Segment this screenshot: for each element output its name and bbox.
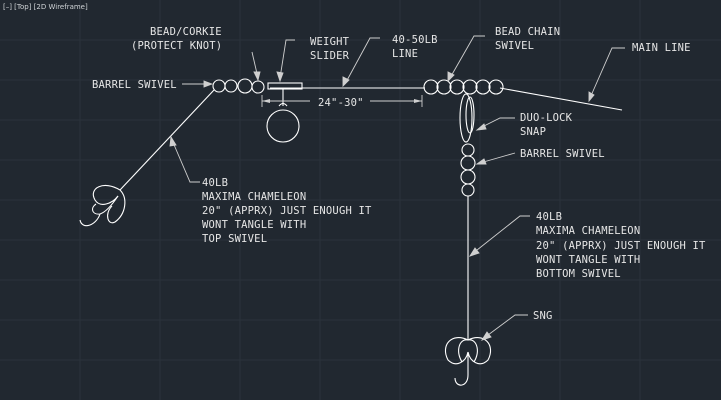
bead-chain-label: BEAD CHAIN bbox=[495, 26, 560, 38]
weight-slider-label: WEIGHT bbox=[310, 36, 350, 48]
barrel-swivel-bottom-label: BARREL SWIVEL bbox=[520, 148, 605, 160]
main-line bbox=[499, 87, 623, 111]
line-rating-label: 40-50LB bbox=[392, 34, 438, 46]
bottom-leader-label-4: WONT TANGLE WITH bbox=[536, 254, 640, 266]
bottom-leader-label-5: BOTTOM SWIVEL bbox=[536, 268, 621, 280]
duo-lock-sub-label: SNAP bbox=[520, 126, 546, 138]
top-leader-label-1: 40LB bbox=[202, 177, 228, 189]
line-label: LINE bbox=[392, 48, 418, 60]
weight-slider-sub-label: SLIDER bbox=[310, 50, 350, 62]
bead-corkie bbox=[251, 80, 265, 94]
dimension-label: 24"-30" bbox=[318, 97, 364, 109]
top-leader-label-2: MAXIMA CHAMELEON bbox=[202, 191, 306, 203]
top-leader-label-5: TOP SWIVEL bbox=[202, 233, 267, 245]
bead-chain-sub-label: SWIVEL bbox=[495, 40, 534, 52]
barrel-swivel-top bbox=[212, 78, 253, 94]
top-leader-line bbox=[119, 89, 215, 191]
bead-chain-swivel bbox=[423, 79, 504, 95]
barrel-swivel-top-label: BARREL SWIVEL bbox=[92, 79, 177, 91]
bottom-leader-label-3: 20" (APPRX) JUST ENOUGH IT bbox=[536, 240, 706, 252]
hook-icon bbox=[454, 352, 469, 386]
duo-lock-label: DUO-LOCK bbox=[520, 112, 573, 124]
sng-label: SNG bbox=[533, 310, 553, 322]
bead-corkie-sub-label: (PROTECT KNOT) bbox=[131, 40, 222, 52]
bead-corkie-label: BEAD/CORKIE bbox=[150, 26, 222, 38]
spin-n-glo-lure bbox=[444, 337, 492, 386]
bottom-leader-label-1: 40LB bbox=[536, 211, 562, 223]
barrel-swivel-bottom bbox=[460, 143, 476, 197]
top-leader-label-3: 20" (APPRX) JUST ENOUGH IT bbox=[202, 205, 372, 217]
sinker-weight bbox=[266, 109, 300, 143]
main-line-label: MAIN LINE bbox=[632, 42, 691, 54]
duo-lock-snap bbox=[459, 93, 475, 143]
dimension-marker bbox=[261, 95, 423, 107]
viewport-label[interactable]: [–] [Top] [2D Wireframe] bbox=[3, 3, 88, 11]
hook-icon bbox=[79, 213, 101, 227]
bottom-leader-label-2: MAXIMA CHAMELEON bbox=[536, 225, 640, 237]
weight-slider bbox=[266, 82, 303, 143]
top-leader-label-4: WONT TANGLE WITH bbox=[202, 219, 306, 231]
annotation-leaders bbox=[169, 35, 625, 341]
top-lure bbox=[79, 185, 126, 227]
